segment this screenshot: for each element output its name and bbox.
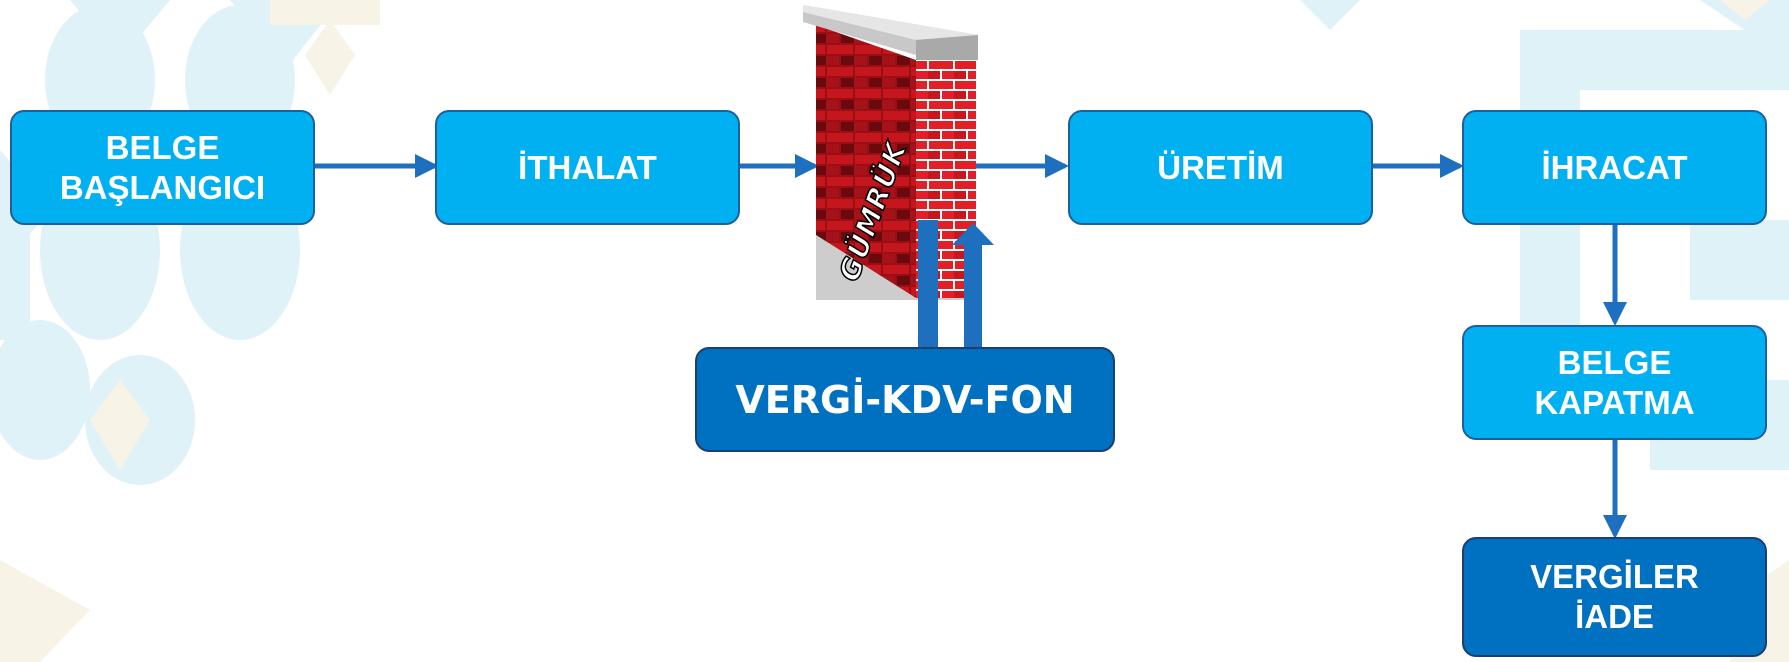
node-belge-baslangici-label: BELGE BAŞLANGICI (59, 128, 266, 206)
node-uretim: ÜRETİM (1068, 110, 1373, 225)
node-vergi-kdv-fon-label: VERGİ-KDV-FON (735, 377, 1075, 422)
node-uretim-label: ÜRETİM (1157, 148, 1284, 186)
tax-exchange-arrows (918, 220, 994, 350)
node-ihracat-label: İHRACAT (1541, 148, 1688, 186)
node-ithalat-label: İTHALAT (518, 148, 657, 186)
node-belge-baslangici: BELGE BAŞLANGICI (10, 110, 315, 225)
node-ithalat: İTHALAT (435, 110, 740, 225)
node-belge-kapatma: BELGE KAPATMA (1462, 325, 1767, 440)
node-ihracat: İHRACAT (1462, 110, 1767, 225)
node-vergi-kdv-fon: VERGİ-KDV-FON (695, 347, 1115, 452)
node-vergiler-iade: VERGİLER İADE (1462, 537, 1767, 657)
node-belge-kapatma-label: BELGE KAPATMA (1534, 343, 1695, 421)
node-vergiler-iade-label: VERGİLER İADE (1530, 558, 1699, 635)
